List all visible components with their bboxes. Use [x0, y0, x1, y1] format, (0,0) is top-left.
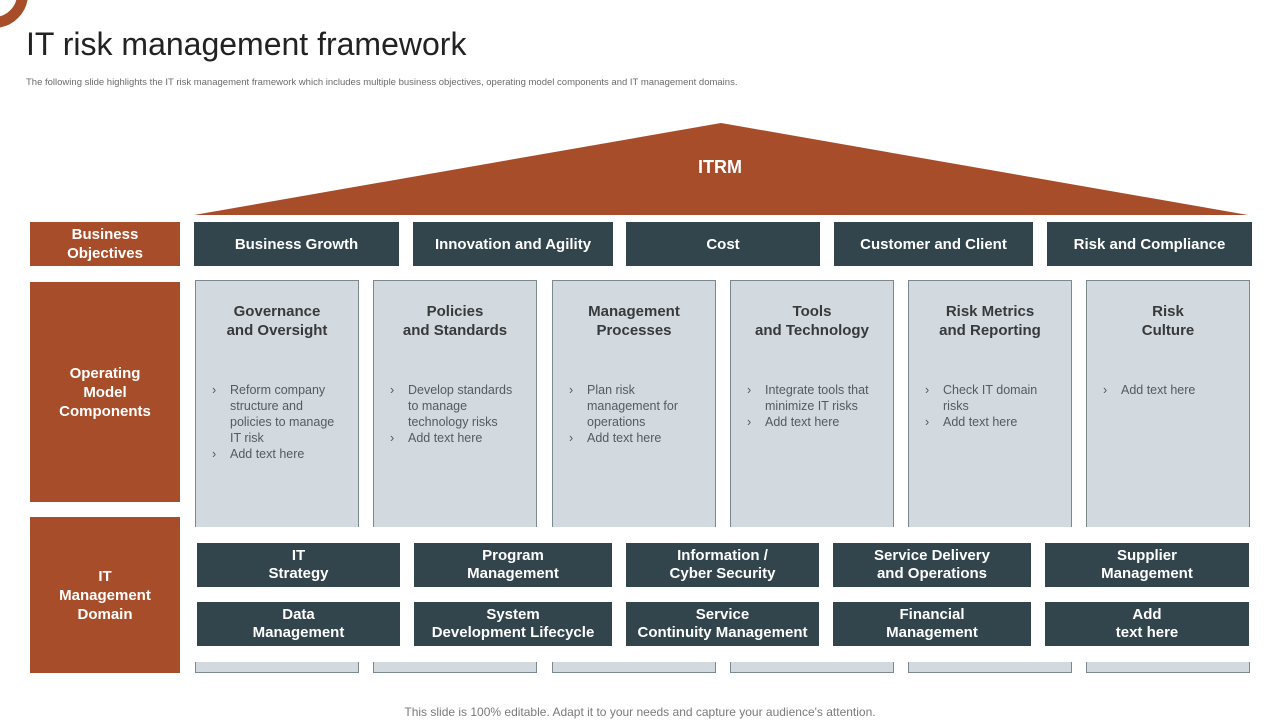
it-management-domain-label: IT Management Domain	[30, 517, 180, 673]
domain-supplier-management: Supplier Management	[1045, 543, 1249, 587]
component-list: Develop standards to manage technology r…	[390, 382, 524, 446]
domain-it-strategy: IT Strategy	[197, 543, 400, 587]
component-list: Plan risk management for operations Add …	[569, 382, 703, 446]
footer-note: This slide is 100% editable. Adapt it to…	[404, 705, 876, 719]
domain-service-delivery-operations: Service Delivery and Operations	[833, 543, 1031, 587]
list-item: Develop standards to manage technology r…	[390, 382, 524, 430]
page-subtitle: The following slide highlights the IT ri…	[26, 77, 738, 88]
objective-innovation-agility: Innovation and Agility	[413, 222, 613, 266]
list-item: Reform company structure and policies to…	[212, 382, 346, 446]
domain-system-development-lifecycle: System Development Lifecycle	[414, 602, 612, 646]
list-item: Add text here	[212, 446, 346, 462]
roof-triangle	[194, 123, 1248, 215]
component-list: Check IT domain risks Add text here	[925, 382, 1059, 430]
domain-add-text: Add text here	[1045, 602, 1249, 646]
component-title: Risk Metrics and Reporting	[939, 303, 1041, 339]
list-item: Add text here	[390, 430, 524, 446]
objective-customer-client: Customer and Client	[834, 222, 1033, 266]
component-list: Add text here	[1103, 382, 1237, 398]
domain-service-continuity-management: Service Continuity Management	[626, 602, 819, 646]
domain-data-management: Data Management	[197, 602, 400, 646]
objective-risk-compliance: Risk and Compliance	[1047, 222, 1252, 266]
component-list: Integrate tools that minimize IT risks A…	[747, 382, 881, 430]
component-title: Risk Culture	[1141, 303, 1195, 339]
component-title: Management Processes	[588, 303, 680, 339]
list-item: Integrate tools that minimize IT risks	[747, 382, 881, 414]
list-item: Plan risk management for operations	[569, 382, 703, 430]
business-objectives-label: Business Objectives	[30, 222, 180, 266]
domain-program-management: Program Management	[414, 543, 612, 587]
operating-model-components-label: Operating Model Components	[30, 282, 180, 502]
objective-business-growth: Business Growth	[194, 222, 399, 266]
page-title: IT risk management framework	[26, 26, 467, 62]
list-item: Add text here	[1103, 382, 1237, 398]
list-item: Add text here	[925, 414, 1059, 430]
objective-cost: Cost	[626, 222, 820, 266]
list-item: Add text here	[569, 430, 703, 446]
corner-decoration	[0, 0, 28, 28]
component-title: Tools and Technology	[755, 303, 869, 339]
component-list: Reform company structure and policies to…	[212, 382, 346, 462]
component-title: Policies and Standards	[402, 303, 508, 339]
component-title: Governance and Oversight	[226, 303, 328, 339]
roof-label: ITRM	[698, 157, 742, 177]
domain-financial-management: Financial Management	[833, 602, 1031, 646]
list-item: Add text here	[747, 414, 881, 430]
domain-information-cyber-security: Information / Cyber Security	[626, 543, 819, 587]
list-item: Check IT domain risks	[925, 382, 1059, 414]
